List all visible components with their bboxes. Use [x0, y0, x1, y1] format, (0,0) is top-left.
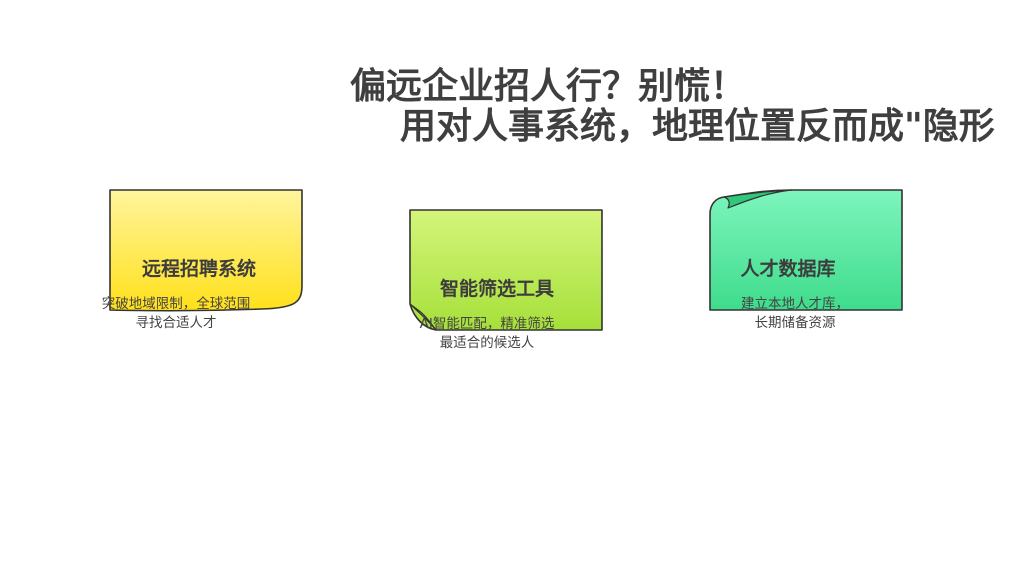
card-desc-remote-recruiting: 突破地域限制，全球范围 寻找合适人才 [76, 295, 276, 333]
card-desc-line: 寻找合适人才 [135, 315, 217, 331]
card-title-remote-recruiting: 远程招聘系统 [141, 258, 256, 280]
card-desc-line: 最适合的候选人 [439, 335, 535, 351]
page-title-line-1: 偏远企业招人行？别慌！ [350, 66, 747, 107]
card-desc-line: 长期储备资源 [754, 315, 836, 331]
note-fold-smart-screening [409, 303, 437, 331]
card-desc-smart-screening: AI智能匹配，精准筛选 最适合的候选人 [398, 315, 576, 353]
note-card-smart-screening [409, 209, 603, 331]
card-title-talent-database: 人才数据库 [740, 258, 836, 280]
note-curl-talent-database [723, 189, 793, 209]
card-desc-line: AI智能匹配，精准筛选 [419, 316, 555, 332]
card-title-smart-screening: 智能筛选工具 [439, 278, 554, 300]
note-card-remote-recruiting [109, 189, 303, 312]
note-card-talent-database [709, 189, 903, 311]
card-desc-line: 突破地域限制，全球范围 [101, 296, 251, 312]
card-desc-line: 建立本地人才库， [741, 296, 849, 312]
card-desc-talent-database: 建立本地人才库， 长期储备资源 [708, 295, 882, 333]
page-title-line-2: 用对人事系统，地理位置反而成"隐形 [400, 106, 995, 147]
